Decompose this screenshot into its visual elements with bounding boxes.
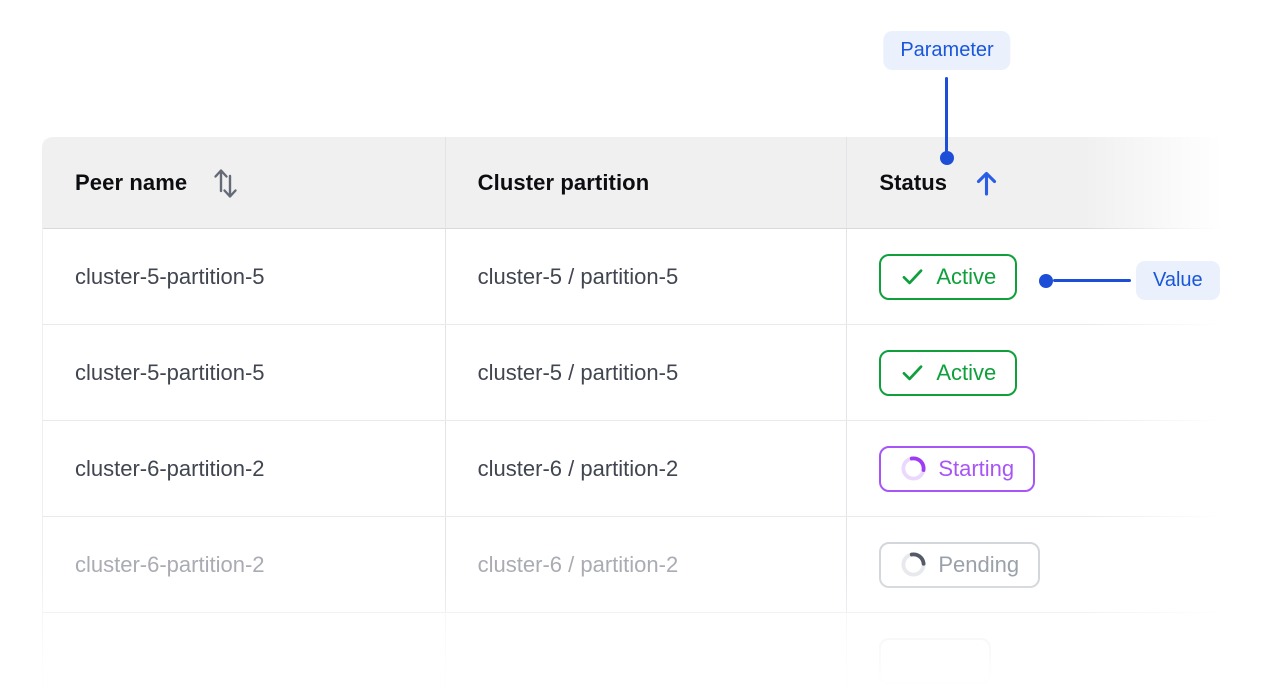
status-badge-label: Active <box>936 263 997 289</box>
status-badge: Active <box>879 253 1018 300</box>
peer-name-cell <box>43 613 446 688</box>
cluster-partition-cell: cluster-6 / partition-2 <box>446 517 848 612</box>
status-badge <box>879 637 992 684</box>
column-header-cluster-partition[interactable]: Cluster partition <box>446 137 848 228</box>
table-row: cluster-6-partition-2 cluster-6 / partit… <box>43 517 1230 613</box>
spinner-icon <box>901 552 926 577</box>
table-row: cluster-5-partition-5 cluster-5 / partit… <box>43 325 1230 421</box>
peer-name-cell: cluster-6-partition-2 <box>43 421 446 516</box>
status-cell: Pending <box>847 517 1230 612</box>
table-row: cluster-6-partition-2 cluster-6 / partit… <box>43 421 1230 517</box>
peer-name-cell: cluster-5-partition-5 <box>43 325 446 420</box>
peers-table: Peer name Cluster partition Status <box>42 137 1230 688</box>
status-cell: Active <box>847 325 1230 420</box>
cluster-partition-cell: cluster-5 / partition-5 <box>446 229 848 324</box>
cluster-partition-cell: cluster-5 / partition-5 <box>446 325 848 420</box>
table-body: cluster-5-partition-5 cluster-5 / partit… <box>43 229 1230 688</box>
column-header-peer-name[interactable]: Peer name <box>43 137 446 228</box>
status-badge-label: Starting <box>938 455 1015 481</box>
status-badge: Starting <box>879 445 1036 492</box>
status-badge-label: Active <box>936 359 997 385</box>
value-callout-label: Value <box>1153 269 1203 291</box>
peer-name-cell: cluster-5-partition-5 <box>43 229 446 324</box>
sort-both-icon[interactable] <box>211 165 239 201</box>
status-cell: Active <box>847 229 1230 324</box>
column-label: Peer name <box>75 169 188 195</box>
status-cell: Starting <box>847 421 1230 516</box>
value-connector-dot <box>1039 274 1053 288</box>
check-icon <box>902 365 923 381</box>
column-header-status[interactable]: Status <box>847 137 1230 228</box>
peer-name-cell: cluster-6-partition-2 <box>43 517 446 612</box>
check-icon <box>902 269 923 285</box>
cluster-partition-cell: cluster-6 / partition-2 <box>446 421 848 516</box>
parameter-connector-line <box>945 77 948 152</box>
table-row <box>43 613 1230 688</box>
table-header-row: Peer name Cluster partition Status <box>43 137 1230 229</box>
status-cell <box>847 613 1230 688</box>
table-row: cluster-5-partition-5 cluster-5 / partit… <box>43 229 1230 325</box>
parameter-callout-pill: Parameter <box>883 31 1011 70</box>
column-label: Status <box>879 169 948 195</box>
sort-ascending-arrow-icon[interactable] <box>973 168 1000 198</box>
status-badge: Pending <box>879 541 1041 588</box>
parameter-callout-label: Parameter <box>900 39 994 61</box>
status-badge-label: Pending <box>938 551 1020 577</box>
spinner-icon <box>901 456 926 481</box>
column-label: Cluster partition <box>477 169 650 195</box>
value-callout-pill: Value <box>1136 261 1220 300</box>
status-badge: Active <box>879 349 1018 396</box>
cluster-partition-cell <box>446 613 848 688</box>
parameter-connector-dot <box>940 151 954 165</box>
value-connector-line <box>1053 279 1131 282</box>
